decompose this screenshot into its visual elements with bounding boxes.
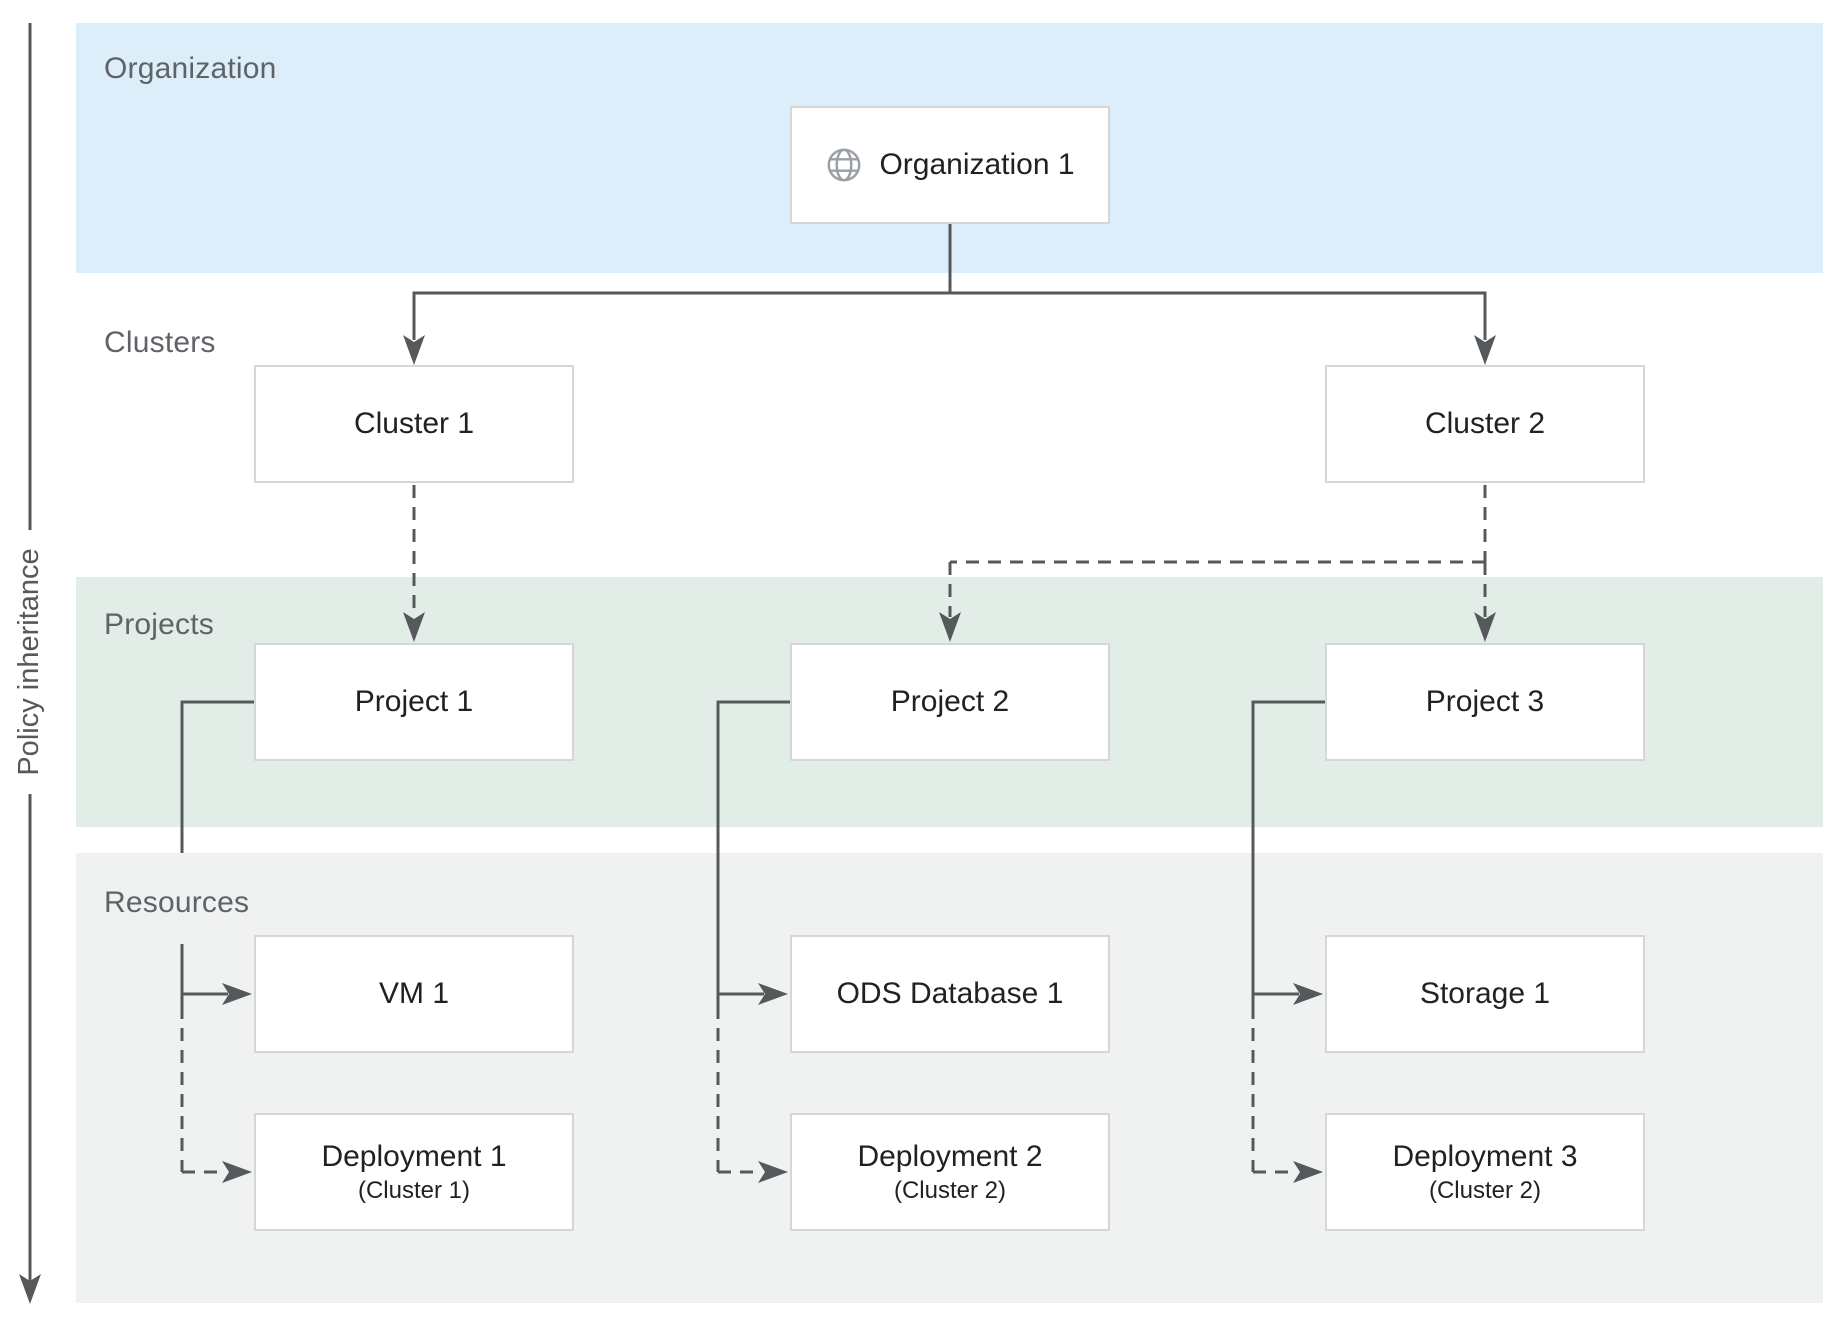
node-label: Project 1 (354, 685, 474, 718)
node-deployment-1: Deployment 1 (Cluster 1) (254, 1113, 574, 1231)
node-project-2: Project 2 (790, 643, 1110, 761)
connector-project1-to-resources (180, 700, 254, 1183)
node-storage-1: Storage 1 (1325, 935, 1645, 1053)
node-label: Deployment 3 (1392, 1139, 1578, 1173)
node-deployment-3: Deployment 3 (Cluster 2) (1325, 1113, 1645, 1231)
band-label-resources: Resources (104, 886, 250, 919)
node-organization-1: Organization 1 (790, 106, 1110, 224)
band-label-organization: Organization (104, 52, 277, 85)
node-ods-database-1: ODS Database 1 (790, 935, 1110, 1053)
connector-project2-to-resources (716, 700, 790, 1183)
policy-inheritance-axis (19, 23, 41, 1304)
node-label: Cluster 2 (1424, 407, 1546, 440)
connector-cluster2-to-projects (939, 485, 1496, 642)
node-project-3: Project 3 (1325, 643, 1645, 761)
node-label: VM 1 (378, 977, 450, 1010)
node-project-1: Project 1 (254, 643, 574, 761)
connector-cluster1-to-project1 (403, 485, 425, 642)
node-sublabel: (Cluster 1) (357, 1176, 471, 1204)
node-deployment-2: Deployment 2 (Cluster 2) (790, 1113, 1110, 1231)
node-label: Organization 1 (879, 148, 1075, 181)
band-label-projects: Projects (104, 608, 214, 641)
node-label: Cluster 1 (353, 407, 475, 440)
node-label: ODS Database 1 (836, 977, 1064, 1010)
node-sublabel: (Cluster 2) (893, 1176, 1007, 1204)
globe-icon (825, 146, 863, 184)
node-cluster-2: Cluster 2 (1325, 365, 1645, 483)
connector-organization-to-clusters (403, 224, 1496, 365)
node-sublabel: (Cluster 2) (1428, 1176, 1542, 1204)
node-label: Storage 1 (1419, 977, 1551, 1010)
node-cluster-1: Cluster 1 (254, 365, 574, 483)
band-label-clusters: Clusters (104, 326, 216, 359)
node-label: Deployment 1 (321, 1139, 507, 1173)
policy-inheritance-label: Policy inheritance (13, 548, 45, 776)
node-label: Project 3 (1425, 685, 1545, 718)
connector-project3-to-resources (1251, 700, 1325, 1183)
node-label: Deployment 2 (857, 1139, 1043, 1173)
node-label: Project 2 (890, 685, 1010, 718)
node-vm-1: VM 1 (254, 935, 574, 1053)
